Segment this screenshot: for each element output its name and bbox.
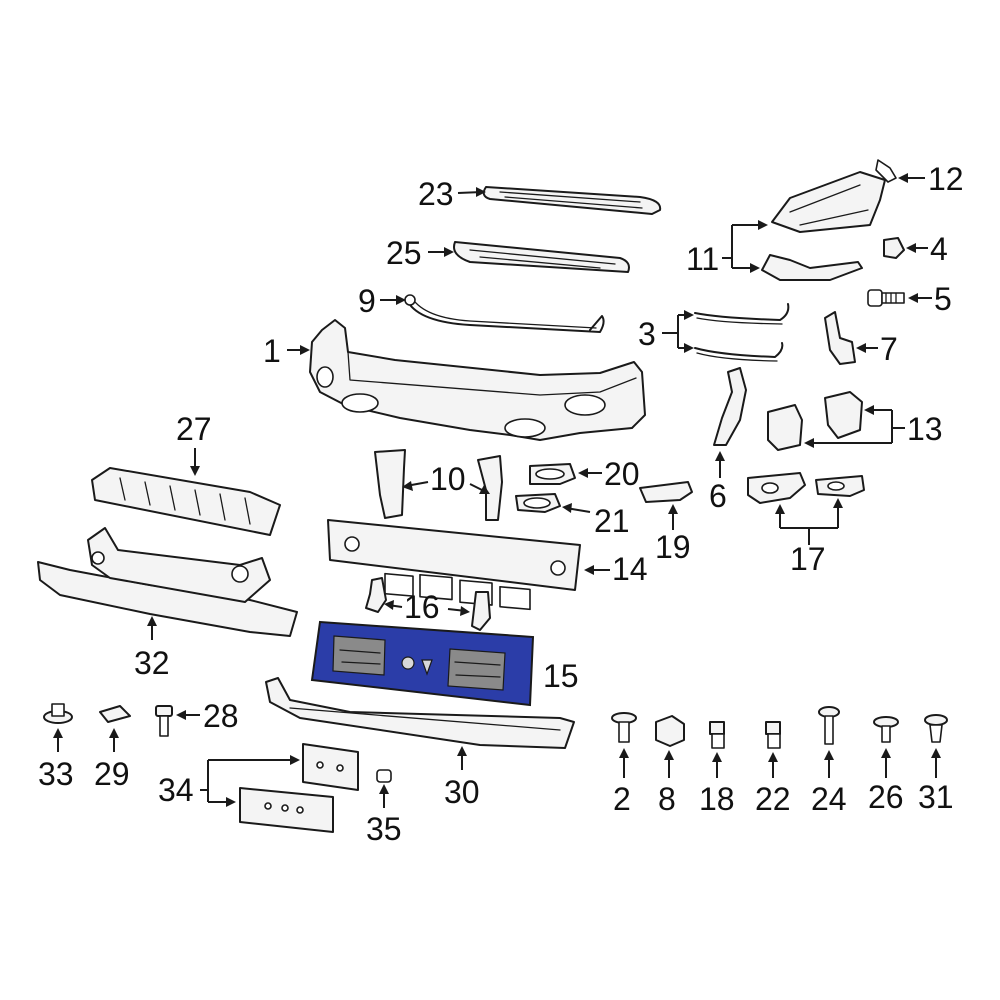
part-9-upper-molding[interactable] xyxy=(404,294,605,333)
part-4-clip-nut[interactable] xyxy=(883,237,905,259)
callout-35: 35 xyxy=(366,811,402,847)
part-1-bumper-face-bar[interactable] xyxy=(309,319,646,441)
part-32-reinforcement-bar[interactable] xyxy=(37,527,298,637)
callout-9: 9 xyxy=(358,283,376,319)
part-12-clip[interactable] xyxy=(875,159,897,183)
part-13-brackets[interactable] xyxy=(767,391,863,451)
callout-28: 28 xyxy=(203,698,239,734)
part-35-plug[interactable] xyxy=(376,769,392,783)
part-24-bolt[interactable] xyxy=(818,706,840,745)
callout-15: 15 xyxy=(543,658,579,694)
callout-32: 32 xyxy=(134,645,170,681)
part-11-fender-flare[interactable] xyxy=(761,171,886,281)
callout-25: 25 xyxy=(386,235,422,271)
callout-26: 26 xyxy=(868,779,904,815)
part-27-air-shutter[interactable] xyxy=(91,467,281,536)
part-34-license-brackets[interactable] xyxy=(239,743,359,833)
part-29-clip[interactable] xyxy=(99,705,131,723)
part-33-nut[interactable] xyxy=(43,703,73,724)
callout-27: 27 xyxy=(176,411,212,447)
callout-10: 10 xyxy=(430,461,466,497)
part-2-push-pin[interactable] xyxy=(611,712,637,743)
callout-2: 2 xyxy=(613,781,631,817)
callout-21: 21 xyxy=(594,503,630,539)
part-30-lower-valance[interactable] xyxy=(265,677,575,749)
part-18-nut[interactable] xyxy=(709,721,725,749)
part-3-side-moldings[interactable] xyxy=(694,303,790,362)
callout-5: 5 xyxy=(934,281,952,317)
callout-34: 34 xyxy=(158,772,194,808)
part-21-trim-ring[interactable] xyxy=(515,493,561,513)
callout-8: 8 xyxy=(658,781,676,817)
part-22-nut[interactable] xyxy=(765,721,781,749)
callout-18: 18 xyxy=(699,781,735,817)
callout-20: 20 xyxy=(604,456,640,492)
leader-lines xyxy=(53,173,941,808)
callout-1: 1 xyxy=(263,333,281,369)
callout-16: 16 xyxy=(404,589,440,625)
callout-12: 12 xyxy=(928,161,964,197)
callout-14: 14 xyxy=(612,551,648,587)
part-7-bracket[interactable] xyxy=(824,311,856,365)
part-8-nut[interactable] xyxy=(655,715,685,747)
callout-13: 13 xyxy=(907,411,943,447)
part-25-grille-strip[interactable] xyxy=(453,241,630,273)
callout-33: 33 xyxy=(38,756,74,792)
callout-29: 29 xyxy=(94,756,130,792)
part-6-brace[interactable] xyxy=(713,367,747,446)
part-16-brackets[interactable] xyxy=(365,577,491,631)
part-26-push-pin[interactable] xyxy=(873,716,899,743)
part-20-trim-ring[interactable] xyxy=(529,463,576,485)
callout-19: 19 xyxy=(655,529,691,565)
callout-24: 24 xyxy=(811,781,847,817)
callout-4: 4 xyxy=(930,231,948,267)
part-19-bezel[interactable] xyxy=(639,481,693,503)
callout-3: 3 xyxy=(638,316,656,352)
callout-6: 6 xyxy=(709,478,727,514)
callout-30: 30 xyxy=(444,774,480,810)
callout-17: 17 xyxy=(790,541,826,577)
callout-labels: 23 25 9 1 3 11 12 4 5 7 13 6 17 19 20 21… xyxy=(38,161,964,847)
part-14-reinforcement[interactable] xyxy=(327,519,581,611)
part-5-bolt[interactable] xyxy=(867,289,905,307)
part-15-highlighted-panel[interactable] xyxy=(310,620,535,707)
part-23-upper-grille[interactable] xyxy=(482,186,662,215)
part-28-bolt[interactable] xyxy=(155,705,173,737)
callout-7: 7 xyxy=(880,331,898,367)
callout-11: 11 xyxy=(686,241,719,277)
part-10-supports[interactable] xyxy=(374,449,503,521)
callout-23: 23 xyxy=(418,176,454,212)
part-31-push-pin[interactable] xyxy=(924,714,948,743)
part-17-lamp-brackets[interactable] xyxy=(747,472,865,504)
callout-31: 31 xyxy=(918,779,954,815)
callout-22: 22 xyxy=(755,781,791,817)
